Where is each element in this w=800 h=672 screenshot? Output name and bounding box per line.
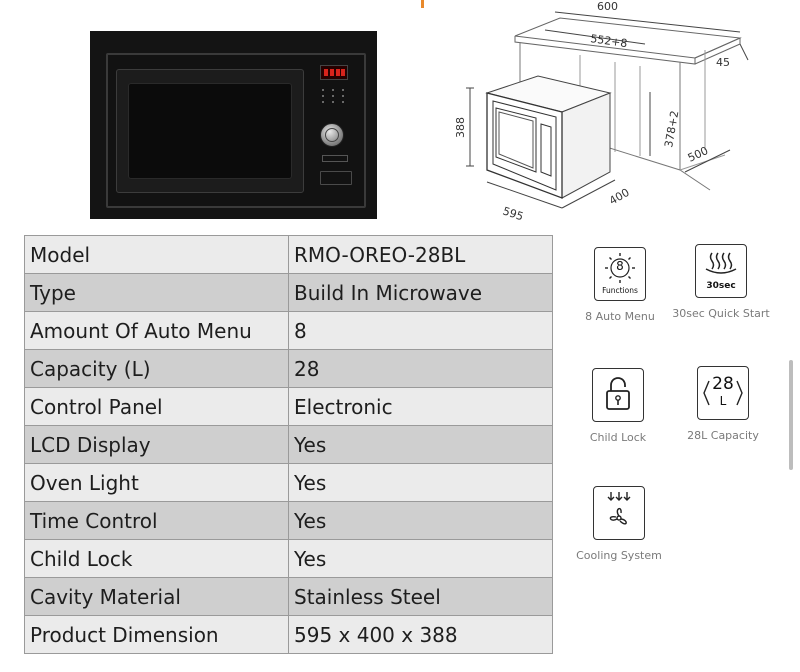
dim-height: 388 bbox=[454, 117, 467, 138]
spec-value: Yes bbox=[288, 501, 553, 540]
feature-child-lock: Child Lock bbox=[563, 368, 673, 444]
spec-label: Amount Of Auto Menu bbox=[24, 311, 289, 350]
door-open-button bbox=[320, 171, 352, 185]
spec-label: Time Control bbox=[24, 501, 289, 540]
dim-inner-height: 378+2 bbox=[662, 110, 681, 149]
steam-icon: 30sec bbox=[695, 244, 747, 298]
scrollbar[interactable] bbox=[789, 360, 793, 470]
table-row: Cavity Material Stainless Steel bbox=[24, 577, 553, 616]
table-row: Capacity (L) 28 bbox=[24, 349, 553, 388]
spec-label: Type bbox=[24, 273, 289, 312]
spec-value: Yes bbox=[288, 425, 553, 464]
spec-label: Capacity (L) bbox=[24, 349, 289, 388]
spec-value: 595 x 400 x 388 bbox=[288, 615, 553, 654]
control-knob bbox=[320, 123, 344, 147]
control-buttons bbox=[318, 87, 348, 105]
capacity-icon: 28 L bbox=[697, 366, 749, 420]
table-row: Model RMO-OREO-28BL bbox=[24, 235, 553, 274]
control-panel bbox=[310, 61, 354, 197]
feature-caption: Child Lock bbox=[589, 431, 647, 444]
table-row: Control Panel Electronic bbox=[24, 387, 553, 426]
fan-icon bbox=[593, 486, 645, 540]
table-row: Product Dimension 595 x 400 x 388 bbox=[24, 615, 553, 654]
functions-icon: 8 Functions bbox=[594, 247, 646, 301]
capacity-icon-unit: L bbox=[719, 394, 727, 408]
dimension-diagram: 600 552+8 45 388 378+2 500 400 595 bbox=[440, 0, 770, 232]
microwave-frame bbox=[106, 53, 366, 208]
dim-inner-width: 552+8 bbox=[590, 32, 629, 50]
microwave-door bbox=[116, 69, 304, 193]
feature-caption: 28L Capacity bbox=[687, 429, 759, 442]
accent-mark bbox=[421, 0, 424, 8]
capacity-icon-number: 28 bbox=[712, 374, 734, 394]
microwave-photo bbox=[90, 31, 377, 219]
microwave-window bbox=[128, 83, 292, 179]
spec-table: Model RMO-OREO-28BL Type Build In Microw… bbox=[24, 235, 553, 654]
spec-label: Product Dimension bbox=[24, 615, 289, 654]
spec-value: 8 bbox=[288, 311, 553, 350]
table-row: LCD Display Yes bbox=[24, 425, 553, 464]
table-row: Time Control Yes bbox=[24, 501, 553, 540]
dim-width: 595 bbox=[501, 204, 525, 223]
spec-label: Control Panel bbox=[24, 387, 289, 426]
spec-value: Build In Microwave bbox=[288, 273, 553, 312]
functions-icon-number: 8 bbox=[616, 259, 624, 273]
spec-value: Stainless Steel bbox=[288, 577, 553, 616]
spec-label: Cavity Material bbox=[24, 577, 289, 616]
feature-capacity: 28 L 28L Capacity bbox=[668, 366, 778, 442]
dim-width-top: 600 bbox=[597, 0, 618, 13]
table-row: Child Lock Yes bbox=[24, 539, 553, 578]
table-row: Amount Of Auto Menu 8 bbox=[24, 311, 553, 350]
lock-icon bbox=[592, 368, 644, 422]
dim-depth: 400 bbox=[607, 186, 632, 208]
spec-label: LCD Display bbox=[24, 425, 289, 464]
spec-value: 28 bbox=[288, 349, 553, 388]
feature-quick-start: 30sec 30sec Quick Start bbox=[666, 244, 776, 320]
spec-label: Model bbox=[24, 235, 289, 274]
spec-label: Child Lock bbox=[24, 539, 289, 578]
spec-label: Oven Light bbox=[24, 463, 289, 502]
feature-auto-menu: 8 Functions 8 Auto Menu bbox=[565, 247, 675, 323]
spec-value: RMO-OREO-28BL bbox=[288, 235, 553, 274]
spec-value: Yes bbox=[288, 463, 553, 502]
start-button bbox=[322, 155, 348, 162]
feature-caption: Cooling System bbox=[576, 549, 662, 562]
steam-icon-text: 30sec bbox=[706, 281, 736, 291]
table-row: Oven Light Yes bbox=[24, 463, 553, 502]
dim-top-thickness: 45 bbox=[716, 56, 730, 69]
feature-caption: 8 Auto Menu bbox=[585, 310, 655, 323]
spec-value: Yes bbox=[288, 539, 553, 578]
feature-cooling: Cooling System bbox=[564, 486, 674, 562]
spec-value: Electronic bbox=[288, 387, 553, 426]
functions-icon-text: Functions bbox=[602, 286, 638, 295]
lcd-display bbox=[320, 65, 348, 80]
table-row: Type Build In Microwave bbox=[24, 273, 553, 312]
feature-caption: 30sec Quick Start bbox=[672, 307, 770, 320]
